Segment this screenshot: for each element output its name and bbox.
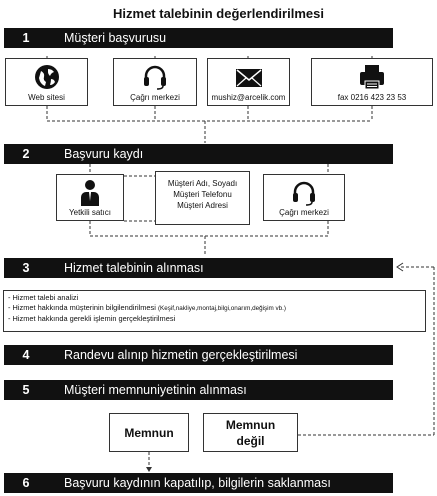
satisfied-label: Memnun bbox=[124, 425, 174, 440]
step-label: Başvuru kaydı bbox=[64, 147, 144, 161]
headset-icon bbox=[293, 181, 315, 206]
channel-fax: fax 0216 423 23 53 bbox=[311, 58, 433, 106]
step-number: 1 bbox=[22, 31, 30, 45]
step-label: Hizmet talebinin alınması bbox=[64, 261, 204, 275]
envelope-icon bbox=[235, 69, 262, 87]
note-line-2-main: - Hizmet hakkında müşterinin bilgilendir… bbox=[8, 303, 156, 312]
channel-label: Çağrı merkezi bbox=[130, 93, 180, 102]
step-label: Müşteri başvurusu bbox=[64, 31, 167, 45]
not-satisfied-box: Memnun değil bbox=[203, 413, 298, 452]
step-label: Başvuru kaydının kapatılıp, bilgilerin s… bbox=[64, 476, 331, 490]
diagram-title: Hizmet talebinin değerlendirilmesi bbox=[113, 6, 324, 21]
step-2-bar: 2 Başvuru kaydı bbox=[4, 144, 393, 164]
step-number: 4 bbox=[22, 348, 30, 362]
info-name: Müşteri Adı, Soyadı bbox=[167, 179, 238, 188]
step-number: 3 bbox=[22, 261, 30, 275]
person-icon bbox=[81, 180, 99, 206]
record-info: Müşteri Adı, Soyadı Müşteri Telefonu Müş… bbox=[155, 171, 250, 225]
step-4-bar: 4 Randevu alınıp hizmetin gerçekleştiril… bbox=[4, 345, 393, 365]
channel-email: mushiz@arcelik.com bbox=[207, 58, 290, 106]
fax-icon bbox=[360, 65, 384, 90]
step-number: 2 bbox=[22, 147, 30, 161]
channel-callcenter: Çağrı merkezi bbox=[113, 58, 197, 106]
step-number: 5 bbox=[22, 383, 30, 397]
step-number: 6 bbox=[22, 476, 30, 490]
not-satisfied-line2: değil bbox=[236, 433, 265, 448]
step-label: Müşteri memnuniyetinin alınması bbox=[64, 383, 247, 397]
note-line-1: - Hizmet talebi analizi bbox=[8, 293, 79, 302]
step-5-bar: 5 Müşteri memnuniyetinin alınması bbox=[4, 380, 393, 400]
step-3-bar: 3 Hizmet talebinin alınması bbox=[4, 258, 393, 278]
service-notes: - Hizmet talebi analizi - Hizmet hakkınd… bbox=[3, 290, 426, 332]
not-satisfied-line1: Memnun bbox=[225, 417, 276, 432]
headset-icon bbox=[144, 65, 166, 90]
step-label: Randevu alınıp hizmetin gerçekleştirilme… bbox=[64, 348, 298, 362]
info-address: Müşteri Adresi bbox=[177, 201, 228, 210]
globe-icon bbox=[34, 65, 59, 89]
callcenter-label: Çağrı merkezi bbox=[279, 208, 329, 217]
satisfied-box: Memnun bbox=[109, 413, 189, 452]
info-phone: Müşteri Telefonu bbox=[173, 190, 232, 199]
record-callcenter: Çağrı merkezi bbox=[263, 174, 345, 221]
note-line-3: - Hizmet hakkında gerekli işlemin gerçek… bbox=[8, 314, 176, 323]
note-line-2-detail: (Keşif,nakliye,montaj,bilgi,onarım,değiş… bbox=[157, 305, 287, 312]
record-dealer: Yetkili satıcı bbox=[56, 174, 124, 221]
channel-label: fax 0216 423 23 53 bbox=[337, 93, 407, 102]
channel-label: Web sitesi bbox=[28, 93, 65, 102]
channel-web: Web sitesi bbox=[5, 58, 88, 106]
channel-label: mushiz@arcelik.com bbox=[211, 93, 286, 102]
step-1-bar: 1 Müşteri başvurusu bbox=[4, 28, 393, 48]
note-line-2: - Hizmet hakkında müşterinin bilgilendir… bbox=[8, 303, 421, 314]
dealer-label: Yetkili satıcı bbox=[69, 208, 111, 217]
step-6-bar: 6 Başvuru kaydının kapatılıp, bilgilerin… bbox=[4, 473, 393, 493]
